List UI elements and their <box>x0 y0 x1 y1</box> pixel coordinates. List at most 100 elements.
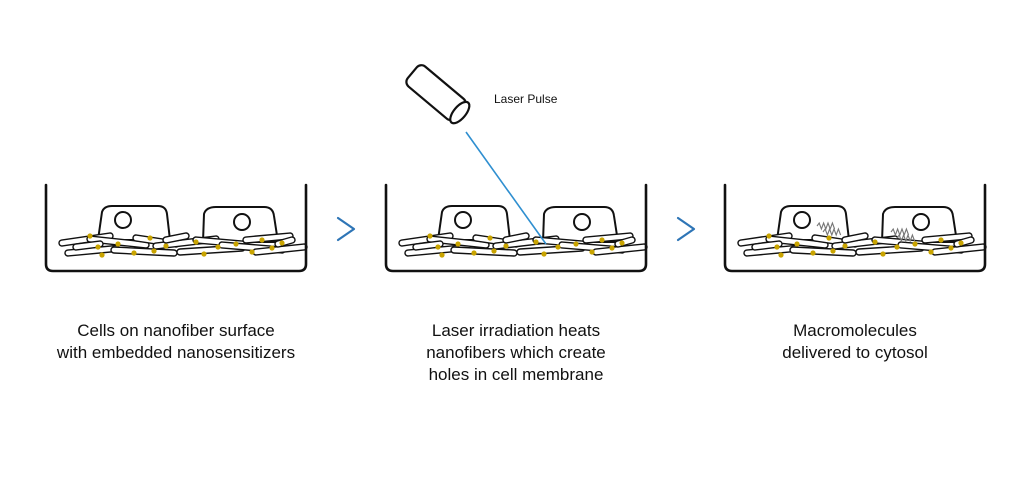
step-3-macromolecules <box>816 221 916 243</box>
nanosensitizer-dot <box>471 250 477 256</box>
step-2-caption: Laser irradiation heats nanofibers which… <box>366 320 666 386</box>
step-2-caption-line-3: holes in cell membrane <box>428 365 604 384</box>
nanosensitizer-dot <box>778 252 784 258</box>
step-2-caption-line-1: Laser irradiation heats <box>431 321 601 340</box>
step-2-nanosensitizer-layer <box>427 233 625 258</box>
nanofiber <box>503 233 529 243</box>
nanofiber <box>790 247 856 256</box>
nanosensitizer-dot <box>928 249 934 255</box>
nanosensitizer-dot <box>215 244 221 250</box>
nanosensitizer-dot <box>163 243 169 249</box>
nanosensitizer-dot <box>503 243 509 249</box>
nanosensitizer-dot <box>491 248 497 254</box>
nanosensitizer-dot <box>619 240 625 246</box>
step-3-caption: Macromolecules delivered to cytosol <box>705 320 1005 364</box>
step-1-caption-line-2: with embedded nanosensitizers <box>56 343 296 362</box>
nanofiber <box>583 233 633 243</box>
step-1-nanofiber-layer <box>58 232 308 257</box>
nanosensitizer-dot <box>794 241 800 247</box>
step-3-nucleus-right <box>912 213 930 231</box>
nanosensitizer-dot <box>427 233 433 239</box>
nanosensitizer-dot <box>573 241 579 247</box>
nanosensitizer-dot <box>948 245 954 251</box>
nanofiber <box>932 244 986 255</box>
step-3-caption-line-1: Macromolecules <box>793 321 917 340</box>
nanosensitizer-dot <box>912 241 918 247</box>
nanosensitizer-dot <box>774 244 780 250</box>
step-3-caption-line-2: delivered to cytosol <box>782 343 928 362</box>
nanosensitizer-dot <box>95 244 101 250</box>
nanosensitizer-dot <box>894 244 900 250</box>
nanosensitizer-dot <box>589 249 595 255</box>
nanosensitizer-dot <box>99 252 105 258</box>
nanosensitizer-dot <box>131 250 137 256</box>
nanosensitizer-dot <box>439 252 445 258</box>
step-1-caption: Cells on nanofiber surface with embedded… <box>26 320 326 364</box>
nanofiber <box>413 241 443 250</box>
step-3-culture-vessel <box>723 183 987 273</box>
step-2-panel <box>384 64 648 273</box>
nanosensitizer-dot <box>599 237 605 243</box>
nanosensitizer-dot <box>810 250 816 256</box>
step-2-culture-vessel <box>384 183 648 273</box>
step-1-caption-line-1: Cells on nanofiber surface <box>77 321 275 340</box>
nanosensitizer-dot <box>555 244 561 250</box>
nanosensitizer-dot <box>201 251 207 257</box>
nanofiber <box>451 247 517 256</box>
laser-beam <box>465 131 547 245</box>
laser-pulse-label: Laser Pulse <box>494 92 558 106</box>
nanosensitizer-dot <box>826 235 832 241</box>
nanofiber <box>593 244 647 255</box>
nanofiber <box>253 244 307 255</box>
nanosensitizer-dot <box>193 239 199 245</box>
step-2-nucleus-right <box>573 213 591 231</box>
nanofiber <box>752 241 782 250</box>
nanosensitizer-dot <box>151 248 157 254</box>
nanosensitizer-dot <box>533 239 539 245</box>
step-1-nucleus-right <box>233 213 251 231</box>
nanofiber <box>163 233 189 243</box>
nanosensitizer-dot <box>541 251 547 257</box>
macromolecule <box>890 227 910 237</box>
nanosensitizer-dot <box>87 233 93 239</box>
macromolecule <box>816 221 836 231</box>
macromolecule <box>896 233 916 243</box>
nanofiber <box>243 233 293 243</box>
nanosensitizer-dot <box>609 245 615 251</box>
laser-aperture <box>449 100 471 125</box>
nanosensitizer-dot <box>830 248 836 254</box>
nanosensitizer-dot <box>115 241 121 247</box>
nanofiber <box>73 241 103 250</box>
step-1-nanosensitizer-layer <box>87 233 285 258</box>
nanosensitizer-dot <box>279 240 285 246</box>
nanosensitizer-dot <box>259 237 265 243</box>
nanosensitizer-dot <box>233 241 239 247</box>
step-3-nanosensitizer-layer <box>766 233 964 258</box>
step-1-nucleus-left <box>114 211 132 229</box>
step-3-panel <box>723 183 987 273</box>
nanosensitizer-dot <box>872 239 878 245</box>
nanosensitizer-dot <box>249 249 255 255</box>
nanosensitizer-dot <box>147 235 153 241</box>
step-3-nucleus-left <box>793 211 811 229</box>
step-1-panel <box>44 183 308 273</box>
nanosensitizer-dot <box>958 240 964 246</box>
laser-source-icon <box>405 64 471 125</box>
nanosensitizer-dot <box>269 245 275 251</box>
step-2-caption-line-2: nanofibers which create <box>426 343 606 362</box>
nanosensitizer-dot <box>435 244 441 250</box>
step-arrow-2 <box>676 216 696 242</box>
nanofiber <box>111 247 177 256</box>
macromolecule <box>822 227 842 237</box>
nanofiber <box>922 233 972 243</box>
nanosensitizer-dot <box>938 237 944 243</box>
step-arrow-1 <box>336 216 356 242</box>
nanosensitizer-dot <box>455 241 461 247</box>
nanosensitizer-dot <box>880 251 886 257</box>
nanosensitizer-dot <box>766 233 772 239</box>
step-2-nucleus-left <box>454 211 472 229</box>
nanofiber <box>842 233 868 243</box>
step-1-culture-vessel <box>44 183 308 273</box>
